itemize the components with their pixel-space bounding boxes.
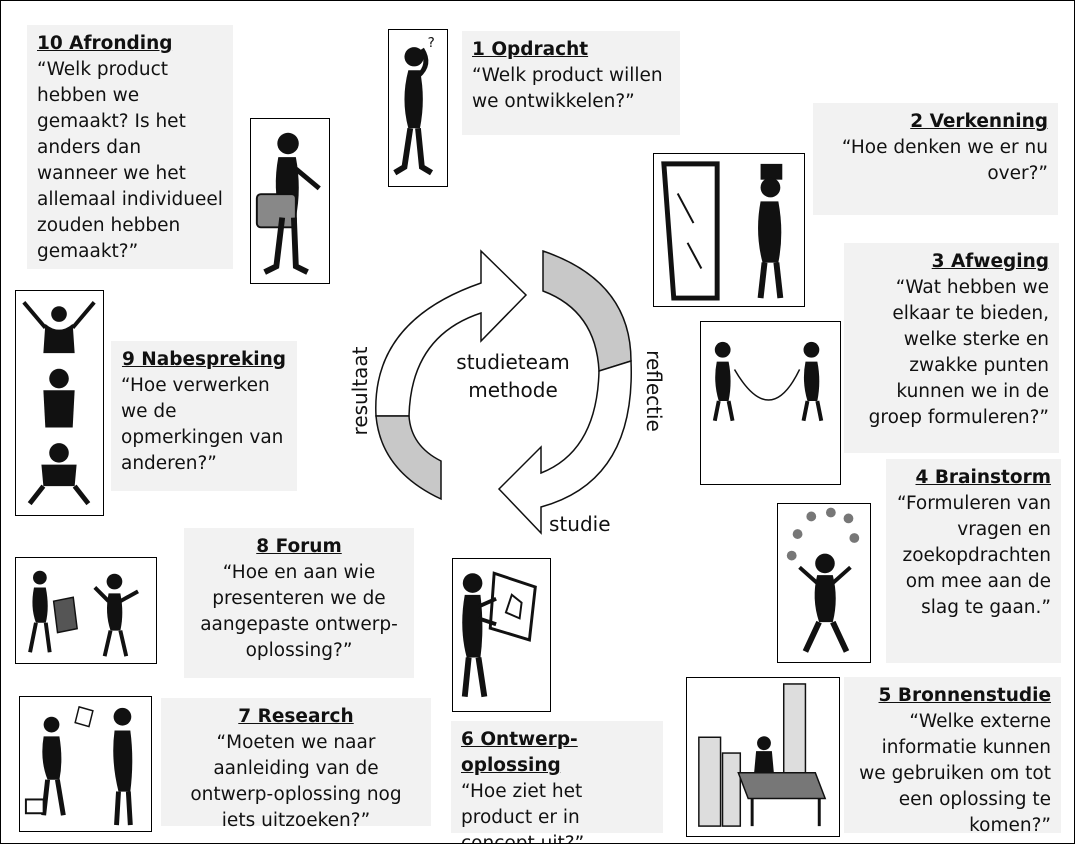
step-10-afronding: 10 Afronding “Welk product hebben we gem… [27,25,233,269]
step-title: 10 Afronding [37,33,173,54]
cycle-arrow-bottom [497,359,632,535]
step-6-ontwerp-oplossing: 6 Ontwerp-oplossing “Hoe ziet het produc… [451,721,663,843]
step-question: “Wat hebben we elkaar te bieden, welke s… [868,277,1049,428]
step-4-brainstorm: 4 Brainstorm “Formuleren van vragen en z… [886,459,1061,663]
step-question: “Hoe ziet het product er in concept uit?… [461,781,585,844]
step-title: 7 Research [238,706,354,727]
step-question: “Hoe verwerken we de opmerkingen van and… [121,375,284,474]
step-question: “Welk product hebben we gemaakt? Is het … [37,59,223,262]
cycle-diagram: studieteam methode resultaat reflectie s… [331,241,681,551]
juggling-figure-illustration [777,503,871,663]
label-reflectie: reflectie [642,350,666,432]
label-resultaat: resultaat [348,346,372,435]
step-2-verkenning: 2 Verkenning “Hoe denken we er nu over?” [813,103,1058,215]
step-8-forum: 8 Forum “Hoe en aan wie presenteren we d… [184,528,414,678]
step-title: 3 Afweging [931,251,1049,272]
center-title-line2: methode [468,378,558,402]
figure-holding-drawing-illustration [452,558,551,712]
step-7-research: 7 Research “Moeten we naar aanleiding va… [161,698,431,831]
step-question: “Hoe denken we er nu over?” [841,137,1048,184]
step-title: 5 Bronnenstudie [878,685,1051,706]
cycle-arrow-top [375,249,528,417]
step-title: 4 Brainstorm [915,467,1052,488]
figure-at-mirror-illustration [653,153,805,307]
label-studie: studie [549,512,611,536]
forum-figures-illustration [15,557,157,664]
center-title-line1: studieteam [456,350,569,374]
desk-with-papers-illustration [686,677,840,837]
step-9-nabespreking: 9 Nabespreking “Hoe verwerken we de opme… [111,341,297,491]
cycle-band-left [375,415,442,501]
step-3-afweging: 3 Afweging “Wat hebben we elkaar te bied… [844,243,1059,453]
step-title: 1 Opdracht [472,39,589,60]
research-figures-illustration [19,696,152,832]
step-5-bronnenstudie: 5 Bronnenstudie “Welke externe informati… [844,677,1061,836]
tin-can-phone-illustration [700,321,841,485]
figure-with-suitcase-illustration [250,118,330,284]
step-question: “Welk product willen we ontwikkelen?” [472,65,663,112]
step-question: “Welke externe informatie kunnen we gebr… [859,711,1051,836]
step-question: “Hoe en aan wie presenteren we de aangep… [200,562,398,661]
step-title: 9 Nabespreking [121,349,287,370]
step-1-opdracht: 1 Opdracht “Welk product willen we ontwi… [462,31,680,135]
step-title: 8 Forum [256,536,342,557]
step-title: 6 Ontwerp-oplossing [461,729,578,776]
thinking-figure-illustration: ? [388,29,448,187]
stacked-figures-illustration [15,290,104,516]
step-title: 2 Verkenning [910,111,1048,132]
svg-text:?: ? [428,35,435,51]
step-question: “Formuleren van vragen en zoekopdrachten… [896,493,1051,618]
step-question: “Moeten we naar aanleiding van de ontwer… [190,732,402,831]
